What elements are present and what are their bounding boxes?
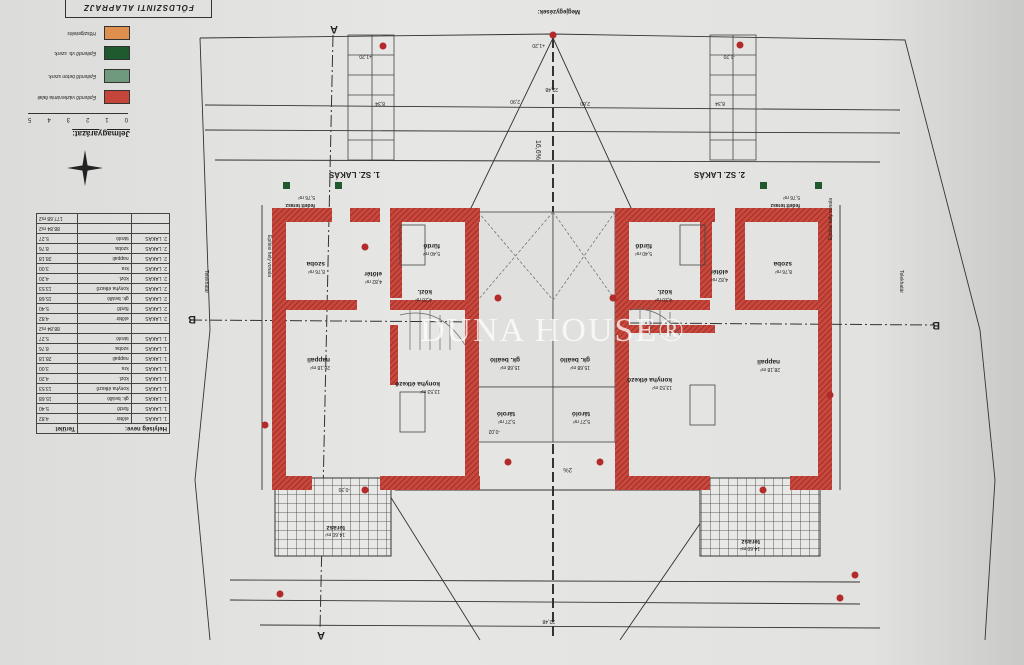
level-markers — [261, 31, 859, 602]
slope-label: 16,6% — [534, 140, 541, 160]
columns — [283, 182, 822, 189]
room-label: szoba — [773, 260, 792, 267]
room-label: konyha étkező — [627, 376, 672, 383]
boundary-label: Telekhatár — [898, 270, 904, 293]
unit-1-walls — [272, 208, 480, 490]
section-a-bottom: A — [317, 629, 325, 641]
room-area: 5,27 m² — [498, 418, 515, 424]
room-area: 28,18 m² — [310, 364, 330, 370]
room-label: tároló — [572, 410, 590, 417]
room-label: fürdő — [423, 242, 440, 249]
room-area: 8,76 m² — [775, 268, 792, 274]
room-label: konyha étkező — [395, 380, 440, 387]
room-area: 15,68 m² — [500, 364, 520, 370]
room-label: terasz — [740, 538, 760, 545]
terrace-1 — [274, 477, 392, 557]
room-label: terasz — [325, 524, 345, 531]
room-area: 13,53 m² — [420, 388, 440, 394]
room-label: fedett terasz — [285, 202, 315, 208]
room-area: 4,82 m² — [365, 278, 382, 284]
building-line-label: Építési hely vonala — [266, 235, 273, 277]
section-a-top: A — [330, 23, 338, 35]
room-label: nappali — [307, 356, 330, 363]
entry-stairs — [347, 34, 757, 161]
dimension-label: 2,90 — [510, 98, 520, 104]
dimension-label: 8,34 — [715, 100, 725, 106]
plan-labels: 1. SZ. LAKÁS 2. SZ. LAKÁS szoba 8,76 m² … — [188, 8, 940, 641]
room-label: gk. beálló — [560, 356, 590, 363]
room-area: 14,60 m² — [325, 531, 345, 537]
room-area: 13,53 m² — [652, 384, 672, 390]
north-arrow-icon — [67, 150, 103, 186]
room-label: fedett terasz — [770, 202, 800, 208]
room-label: közl. — [657, 288, 672, 295]
room-area: 5,76 m² — [298, 194, 315, 200]
room-area: 5,40 m² — [635, 250, 652, 256]
boundary-label: Telekhatár — [203, 270, 209, 293]
unit-2-title: 2. SZ. LAKÁS — [693, 170, 745, 179]
room-area: 4,82 m² — [711, 276, 728, 282]
dimension-label: 22,48 — [542, 618, 555, 624]
room-area: 4,20 m² — [415, 296, 432, 302]
dimension-label: 22,48 — [545, 86, 558, 92]
section-b-right: B — [932, 319, 940, 331]
unit-2-walls — [615, 208, 832, 490]
elevation-label: +1,20 — [532, 42, 545, 48]
carports — [477, 211, 616, 443]
room-area: 15,68 m² — [570, 364, 590, 370]
room-label: közl. — [417, 288, 432, 295]
notes-label: Megjegyzések: — [538, 8, 580, 14]
building-line-label: Építési hely vonala — [827, 198, 834, 240]
room-label: fürdő — [635, 242, 652, 249]
room-label: tároló — [497, 410, 515, 417]
interior-stairs — [399, 305, 681, 350]
room-label: szoba — [306, 260, 325, 267]
watermark: DUNA HOUSE® — [420, 312, 687, 349]
dining-tables — [399, 224, 716, 433]
room-area: 14,60 m² — [740, 545, 760, 551]
elevation-label: +1,20 — [359, 53, 372, 59]
room-area: 5,76 m² — [783, 194, 800, 200]
room-area: 4,20 m² — [655, 296, 672, 302]
slope-small-label: 2% — [563, 466, 572, 472]
room-area: 5,40 m² — [423, 250, 440, 256]
room-label: előtér — [710, 268, 728, 275]
room-label: gk. beálló — [490, 356, 520, 363]
elevation-label: -0,30 — [338, 486, 350, 492]
section-b-left: B — [188, 313, 196, 325]
room-area: 28,18 m² — [760, 366, 780, 372]
dimension-label: 2,80 — [580, 100, 590, 106]
room-label: előtér — [364, 270, 382, 277]
room-area: 5,27 m² — [573, 418, 590, 424]
room-label: nappali — [757, 358, 780, 365]
elevation-label: -0,02 — [488, 428, 500, 434]
elevation-label: -1,20 — [723, 53, 735, 59]
room-area: 8,76 m² — [308, 268, 325, 274]
unit-1-title: 1. SZ. LAKÁS — [328, 170, 380, 179]
site-boundary — [194, 33, 996, 641]
dimension-label: 8,34 — [375, 100, 385, 106]
